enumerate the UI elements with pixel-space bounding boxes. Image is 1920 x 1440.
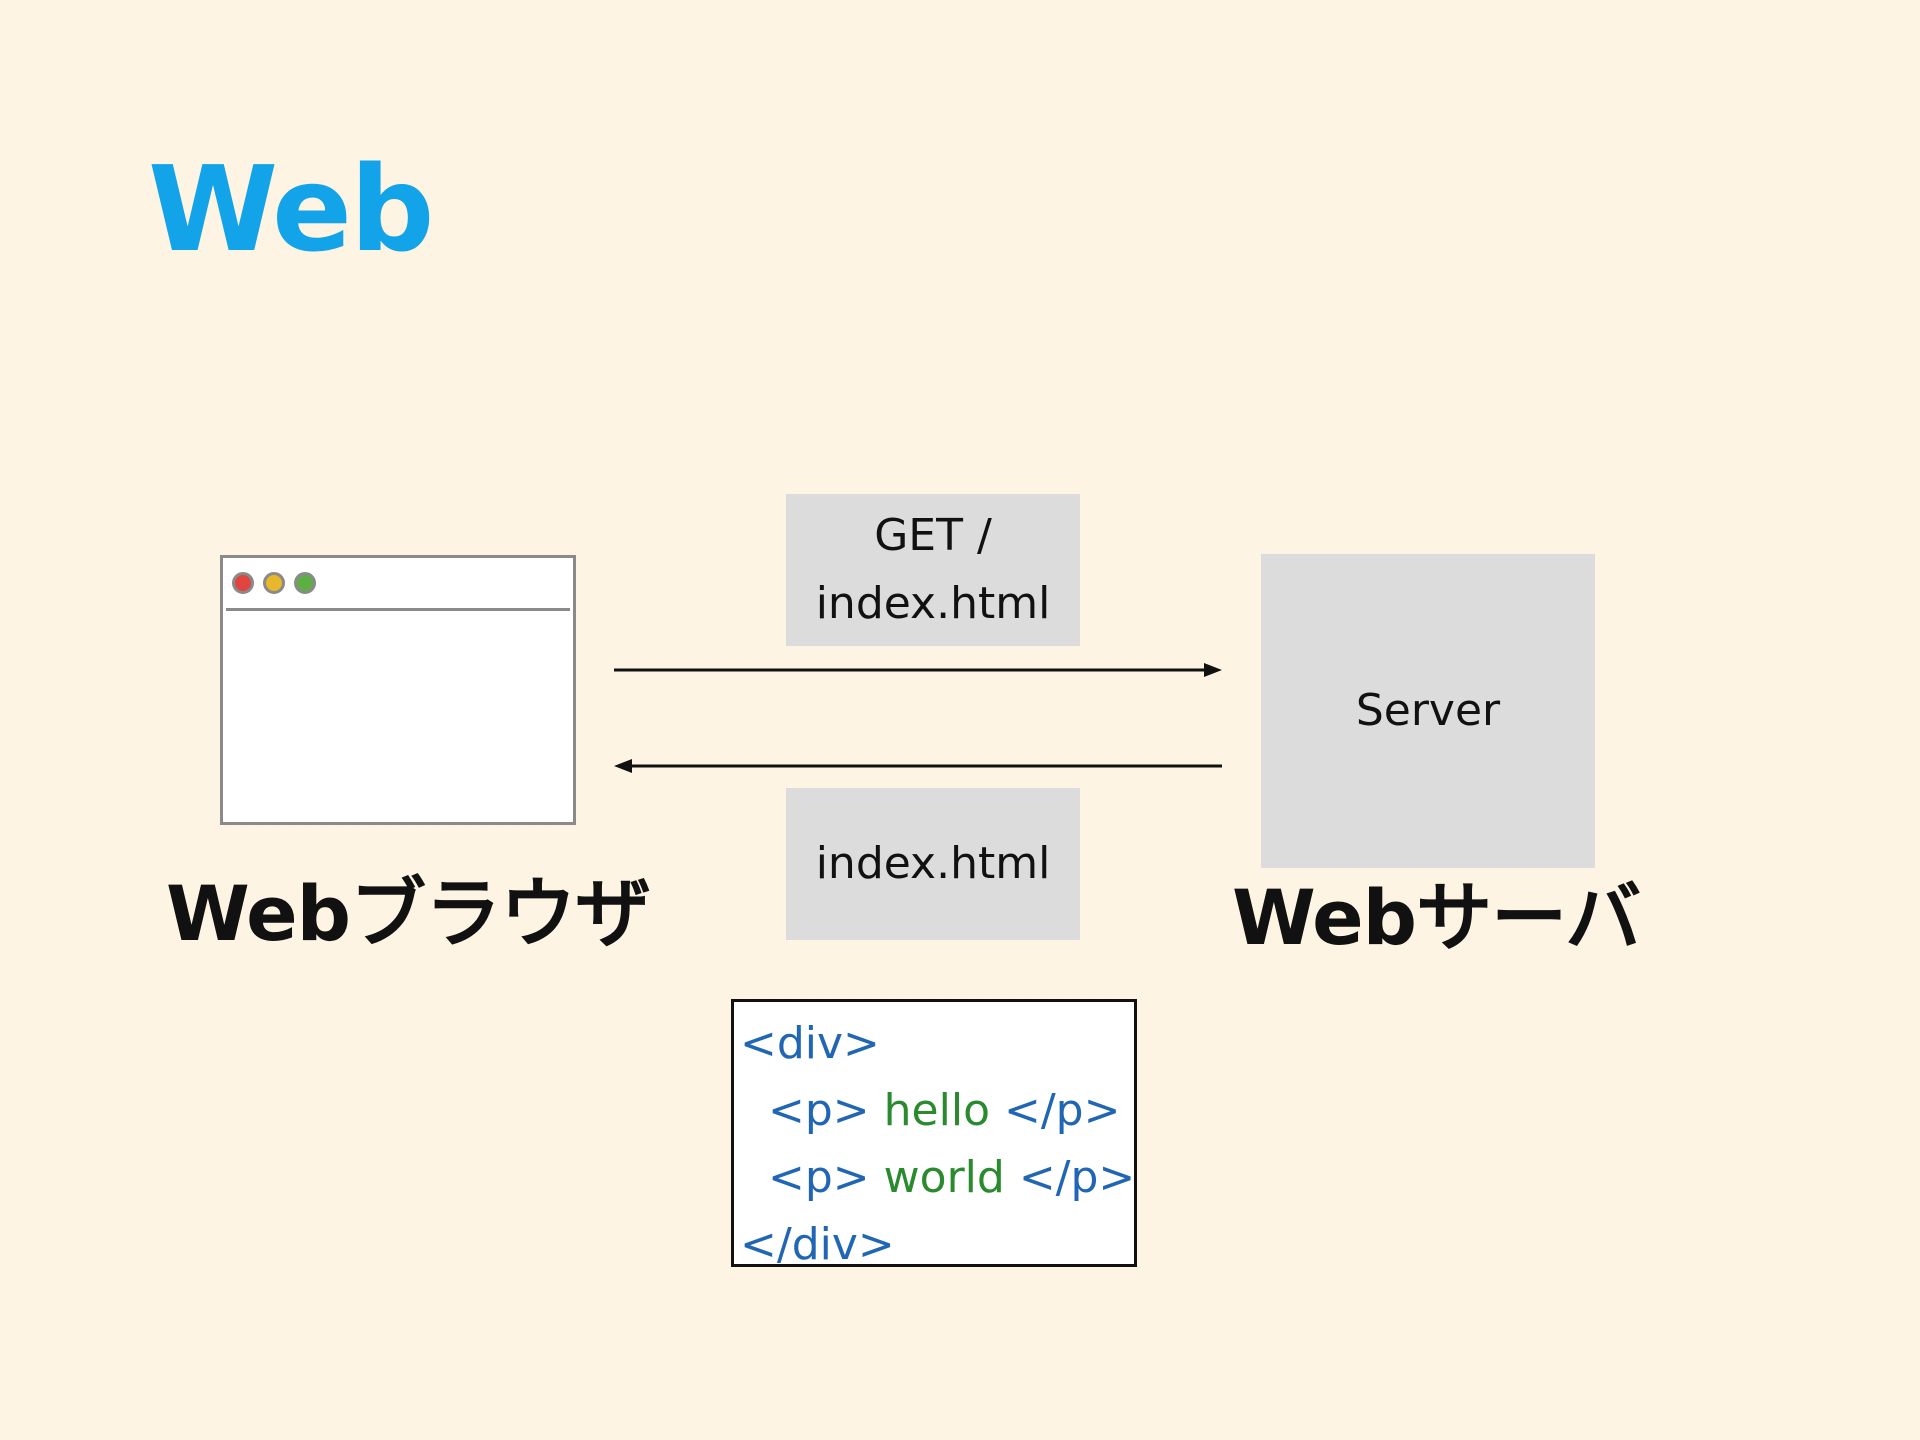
code-content: hello [883,1085,990,1136]
response-text: index.html [815,838,1051,889]
code-tag: <p> [767,1152,870,1203]
slide-title: Web [148,140,434,278]
response-box: index.html [786,788,1080,940]
code-tag: </div> [740,1219,895,1270]
request-box: GET / index.html [786,494,1080,646]
server-label: Webサーバ [1232,873,1641,962]
close-dot-icon [232,572,254,594]
code-tag: <div> [740,1018,880,1069]
code-content: world [883,1152,1005,1203]
code-line: <div> [740,1010,1134,1077]
request-arrow [614,663,1222,677]
code-tag: </p> [1003,1085,1121,1136]
code-line: <p> world </p> [740,1144,1136,1211]
browser-label: Webブラウザ [166,869,651,958]
request-method-line: GET / [874,510,992,561]
code-line: <p> hello </p> [740,1077,1134,1144]
server-box: Server [1261,554,1595,868]
code-tag: <p> [767,1085,870,1136]
code-line: </div> [740,1211,1134,1278]
minimize-dot-icon [263,572,285,594]
browser-window-icon [220,555,576,825]
server-box-text: Server [1355,685,1501,736]
code-snippet-box: <div> <p> hello </p> <p> world </p> </di… [731,999,1137,1270]
request-path-line: index.html [815,578,1051,629]
maximize-dot-icon [294,572,316,594]
browser-titlebar [226,558,570,611]
code-tag: </p> [1018,1152,1136,1203]
response-arrow [614,759,1222,773]
